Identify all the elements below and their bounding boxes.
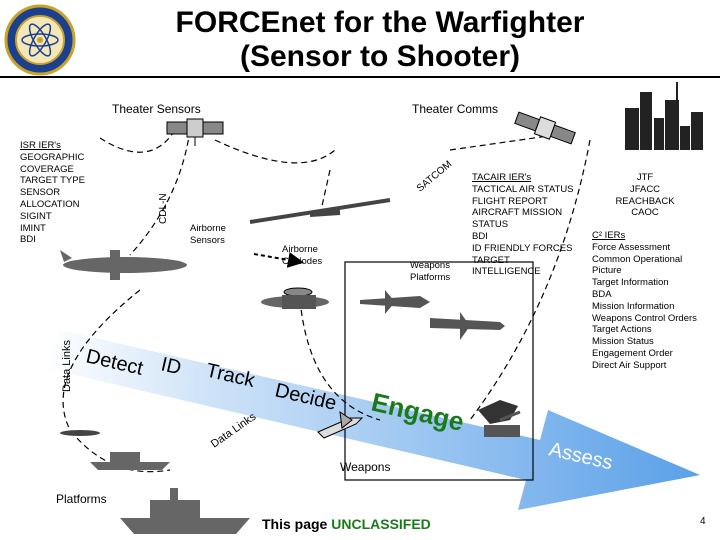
tacair-item: AIRCRAFT MISSION [472, 207, 563, 219]
platforms-label: Platforms [56, 492, 107, 506]
theater-sensors-heading: Theater Sensors [112, 102, 201, 116]
label-line: Airborne [282, 244, 318, 255]
c2-item: Engagement Order [592, 347, 673, 359]
title-divider [0, 76, 720, 78]
missile-icon [317, 410, 364, 439]
label-line: Airborne [190, 223, 226, 234]
satcom-label: SATCOM [415, 159, 454, 194]
data-links-left-label: Data Links [61, 340, 73, 392]
theater-comms-heading: Theater Comms [412, 102, 499, 116]
aircraft-icon [249, 198, 391, 224]
weapons-platforms-label: Weapons Platforms [410, 260, 450, 284]
tank-icon [478, 400, 521, 437]
isr-item: IMINT [20, 222, 46, 234]
page-number: 4 [700, 516, 706, 527]
classification-banner: This page UNCLASSIFED [262, 516, 431, 532]
c2-item: Weapons Control Orders [592, 312, 697, 324]
jtf-item: REACHBACK [615, 195, 675, 207]
isr-item: SIGINT [20, 210, 52, 222]
jtf-item: JFACC [629, 183, 661, 195]
c2-item: Picture [592, 265, 622, 277]
isr-item: ALLOCATION [20, 198, 80, 210]
isr-item: TARGET TYPE [20, 175, 85, 187]
tacair-item: TARGET [472, 254, 510, 266]
aircraft-icon [60, 250, 187, 280]
tacair-ier-list: TACAIR IER's TACTICAL AIR STATUS FLIGHT … [472, 172, 574, 278]
city-icon [625, 82, 703, 150]
aircraft-icon [261, 287, 329, 309]
classification-level: UNCLASSIFED [331, 516, 431, 532]
tacair-item: FLIGHT REPORT [472, 195, 548, 207]
c2-item: Target Information [592, 277, 669, 289]
tacair-heading: TACAIR IER's [472, 172, 532, 183]
jtf-item: CAOC [631, 207, 659, 219]
jtf-list: JTF JFACC REACHBACK CAOC [600, 172, 690, 219]
weapons-label: Weapons [340, 460, 391, 474]
ship-icon [120, 488, 250, 534]
label-line: Sensors [190, 234, 225, 246]
isr-item: BDI [20, 234, 36, 246]
tacair-item: BDI [472, 230, 488, 242]
c2-item: Mission Status [592, 336, 654, 348]
jtf-item: JTF [636, 172, 654, 183]
id-label: ID [159, 353, 183, 379]
isr-item: SENSOR [20, 187, 61, 199]
submarine-icon [60, 430, 100, 436]
tacair-item: TACTICAL AIR STATUS [472, 183, 574, 195]
seal-icon [4, 4, 76, 76]
airborne-sensors-label: Airborne Sensors [190, 223, 226, 247]
title-line-2: (Sensor to Shooter) [239, 40, 520, 73]
c2-item: Force Assessment [592, 241, 671, 253]
title-line-1: FORCEnet for the Warfighter [175, 6, 585, 39]
weapons-box [344, 261, 534, 481]
page-title: FORCEnet for the Warfighter (Sensor to S… [150, 6, 610, 74]
tacair-item: INTELLIGENCE [472, 266, 541, 278]
isr-heading: ISR IER's [20, 140, 61, 151]
c2-item: Mission Information [592, 300, 675, 312]
label-line: C² Nodes [282, 255, 323, 267]
kill-chain-arrow [44, 330, 700, 510]
c2-item: Target Actions [592, 324, 652, 336]
c2-item: BDA [592, 288, 612, 300]
c2-item: Common Operational [592, 253, 683, 265]
ship-icon [90, 452, 170, 470]
isr-item: COVERAGE [20, 163, 74, 175]
c2-item: Direct Air Support [592, 359, 667, 371]
label-line: Weapons [410, 260, 450, 271]
satellite-icon [166, 118, 224, 146]
c2-arrow [253, 252, 304, 268]
label-line: Platforms [410, 271, 451, 283]
aircraft-icon [360, 290, 505, 340]
tacair-item: ID FRIENDLY FORCES [472, 242, 573, 254]
isr-ier-list: ISR IER's GEOGRAPHIC COVERAGE TARGET TYP… [20, 140, 85, 246]
isr-item: GEOGRAPHIC [20, 151, 85, 163]
c2-heading: C² IERs [592, 230, 626, 241]
cdl-n-label: CDL-N [158, 193, 169, 224]
airborne-c2-label: Airborne C² Nodes [282, 244, 322, 268]
satellite-icon [514, 111, 576, 145]
classification-prefix: This page [262, 516, 332, 532]
data-links-center-label: Data Links [209, 411, 259, 451]
tacair-item: STATUS [472, 219, 509, 231]
c2-ier-list: C² IERs Force Assessment Common Operatio… [592, 230, 697, 372]
